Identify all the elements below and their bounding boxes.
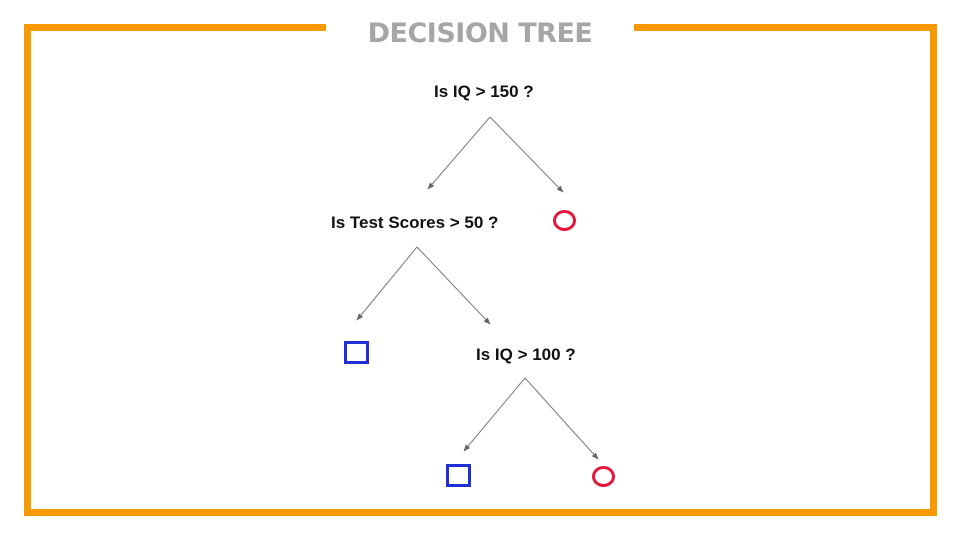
frame-left: [24, 24, 31, 516]
edge-root-left: [427, 116, 491, 190]
third-question: Is IQ > 100 ?: [476, 345, 576, 364]
root-question: Is IQ > 150 ?: [434, 82, 534, 101]
edge-third-left: [463, 377, 526, 452]
edge-root-right: [489, 116, 564, 193]
frame-top-left: [24, 24, 326, 31]
slide-title: DECISION TREE: [367, 18, 593, 49]
leaf-square-2: [446, 464, 471, 487]
second-question: Is Test Scores > 50 ?: [331, 213, 499, 232]
leaf-circle-1: [553, 210, 576, 231]
frame-bottom: [24, 509, 937, 516]
edge-second-left: [356, 246, 418, 321]
leaf-circle-2: [592, 466, 615, 487]
edge-third-right: [524, 377, 599, 460]
frame-right: [930, 24, 937, 516]
leaf-square-1: [344, 341, 369, 364]
frame-top-right: [634, 24, 937, 31]
edge-second-right: [416, 246, 491, 325]
